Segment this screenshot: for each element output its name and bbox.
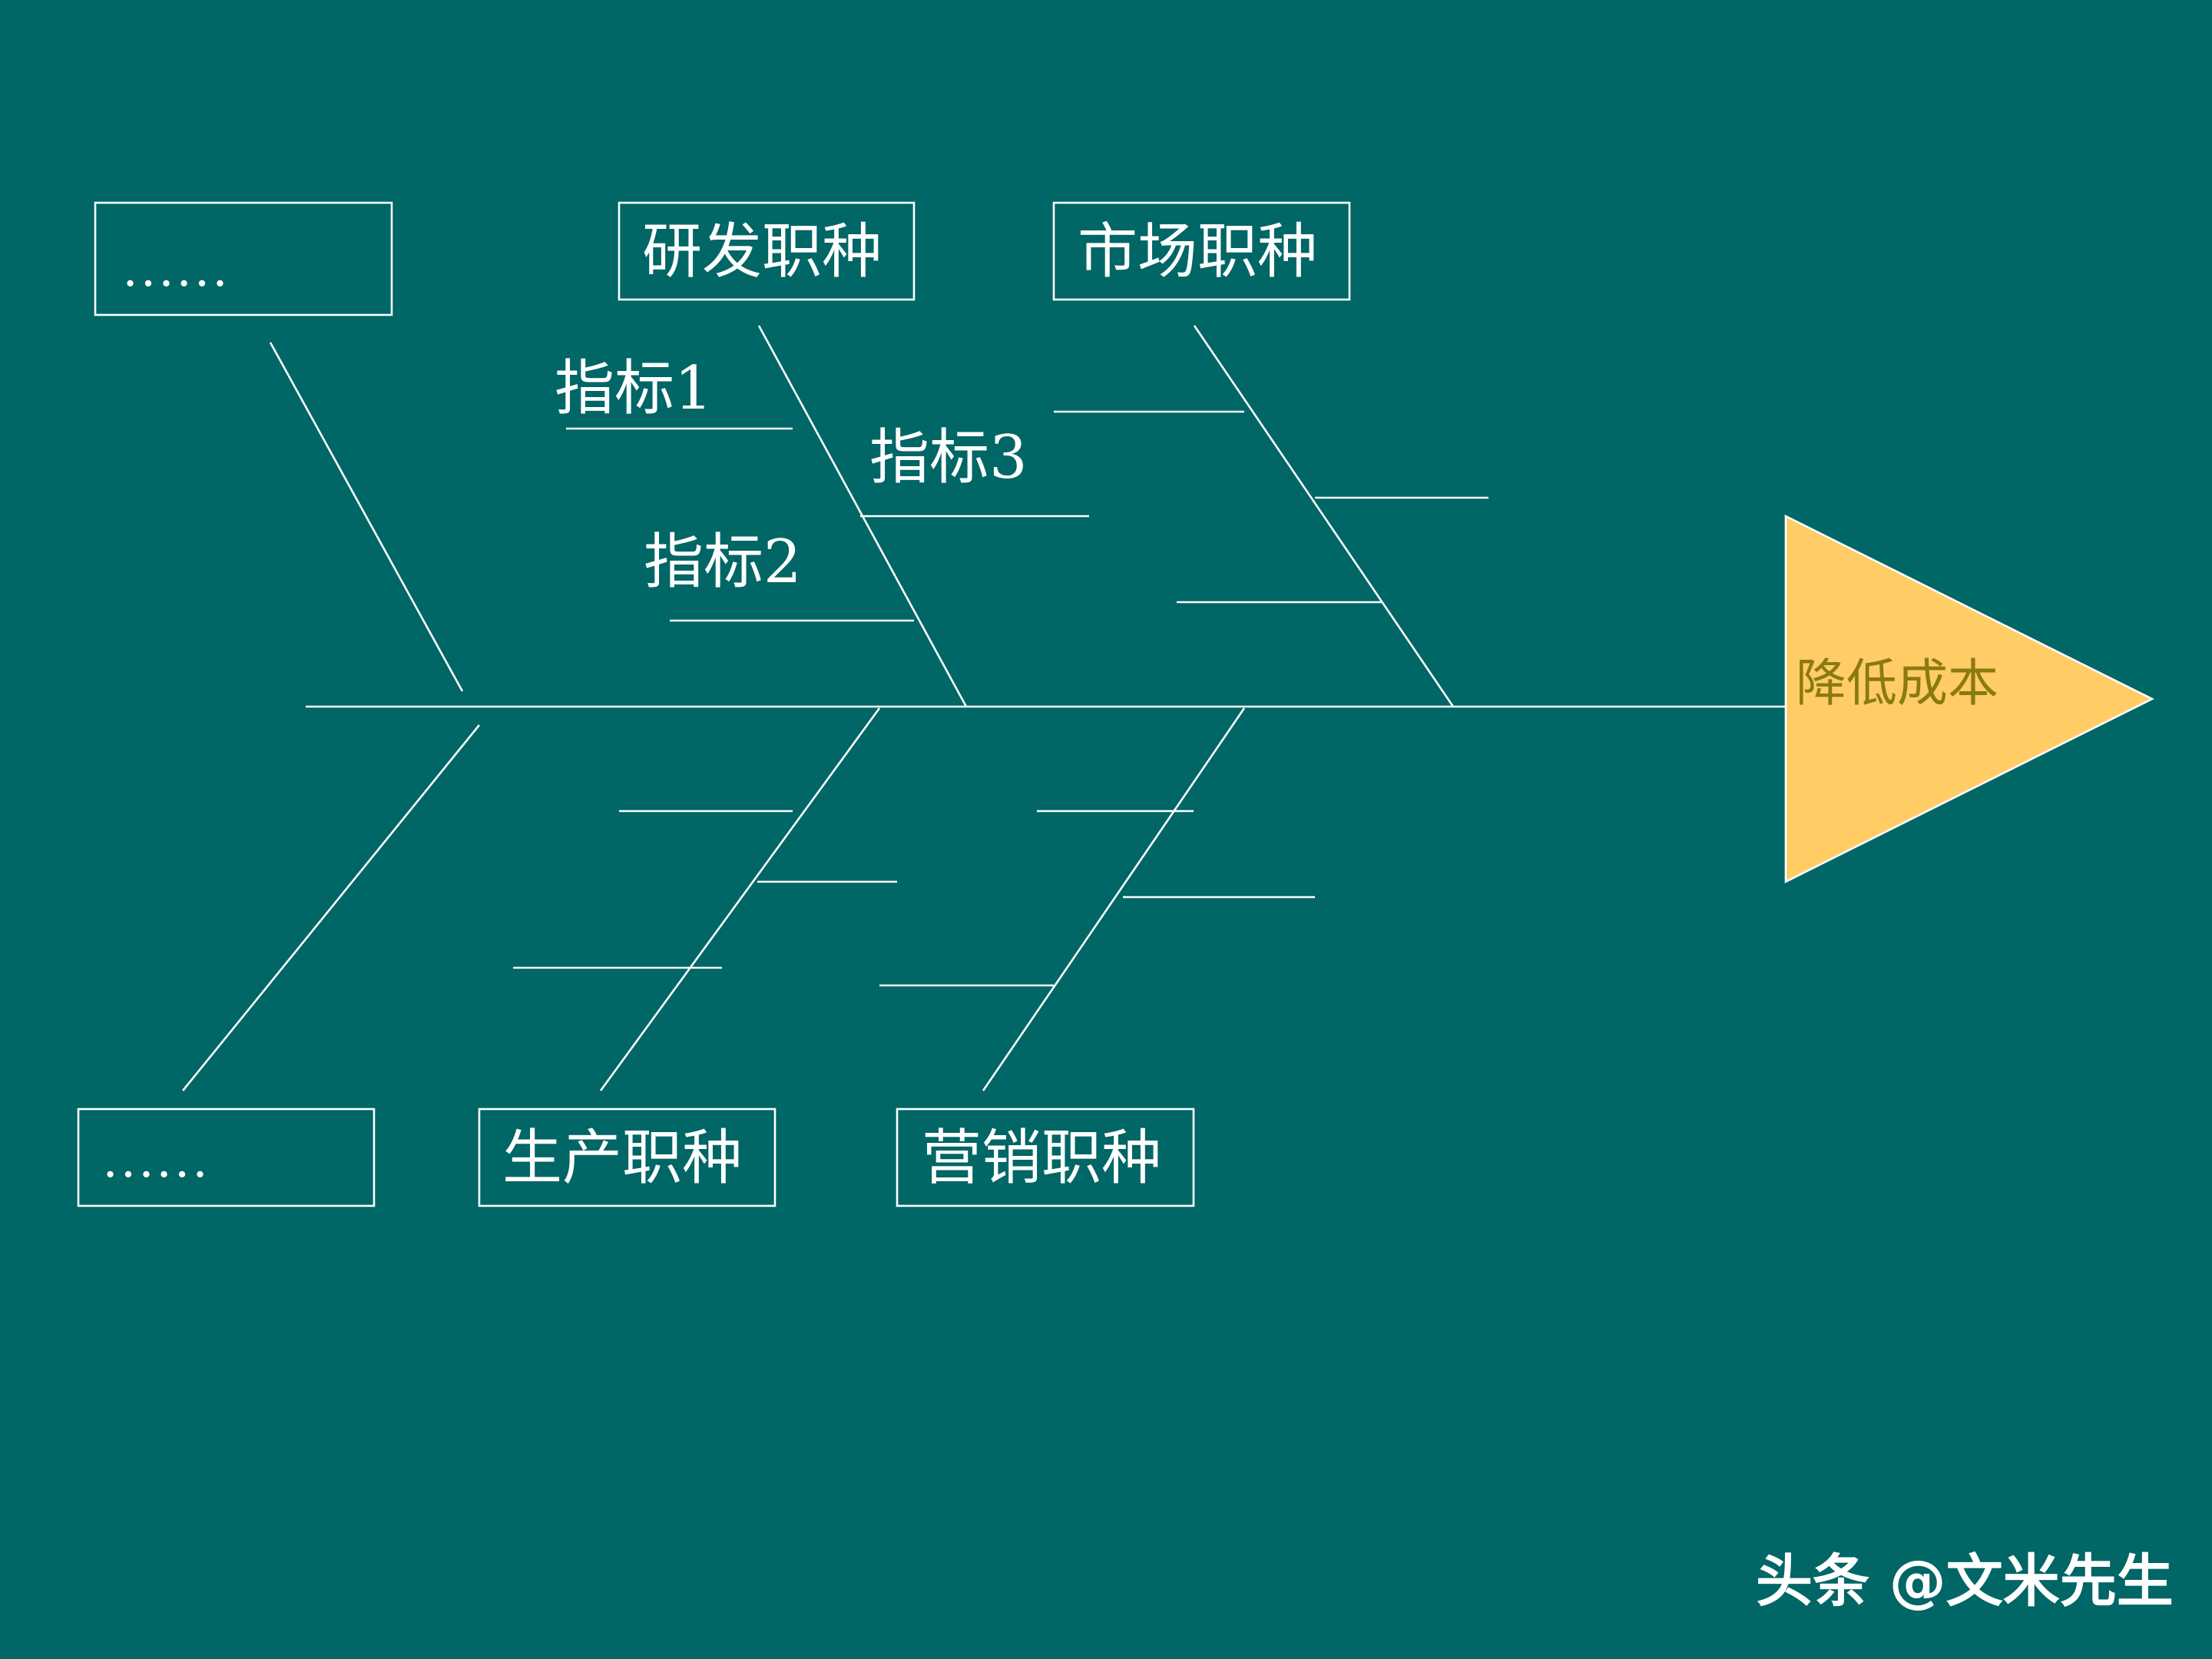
category-label: …… — [101, 1130, 209, 1189]
category-bottom-mid: 生产职种 — [478, 1108, 777, 1207]
category-box — [896, 1108, 1195, 1207]
category-label: 研发职种 — [642, 217, 882, 286]
category-top-right: 市场职种 — [1052, 201, 1351, 301]
category-box — [1052, 201, 1351, 301]
category-label: 生产职种 — [502, 1124, 742, 1193]
bone-bottom-left — [181, 724, 481, 1091]
bone-top-left — [269, 342, 464, 692]
head-label: 降低成本 — [1796, 654, 1998, 713]
fish-head — [1784, 514, 2154, 884]
category-label: …… — [121, 239, 229, 298]
indicator-label-2: 指标2 — [644, 528, 802, 597]
watermark: 头条 @文米先生 — [1756, 1548, 2174, 1614]
category-box — [94, 201, 393, 316]
category-top-left: …… — [94, 201, 393, 316]
category-label: 市场职种 — [1078, 217, 1317, 286]
category-bottom-left: …… — [77, 1108, 376, 1207]
category-box — [77, 1108, 376, 1207]
category-box — [618, 201, 916, 301]
indicator-label-1: 指标1 — [555, 354, 713, 423]
category-box — [478, 1108, 777, 1207]
bone-top-right — [1193, 325, 1455, 707]
bone-bottom-mid — [599, 707, 881, 1091]
category-top-mid: 研发职种 — [618, 201, 916, 301]
bone-bottom-right — [982, 707, 1246, 1091]
category-bottom-right: 营销职种 — [896, 1108, 1195, 1207]
indicator-label-3: 指标3 — [869, 423, 1028, 492]
category-label: 营销职种 — [922, 1124, 1161, 1193]
